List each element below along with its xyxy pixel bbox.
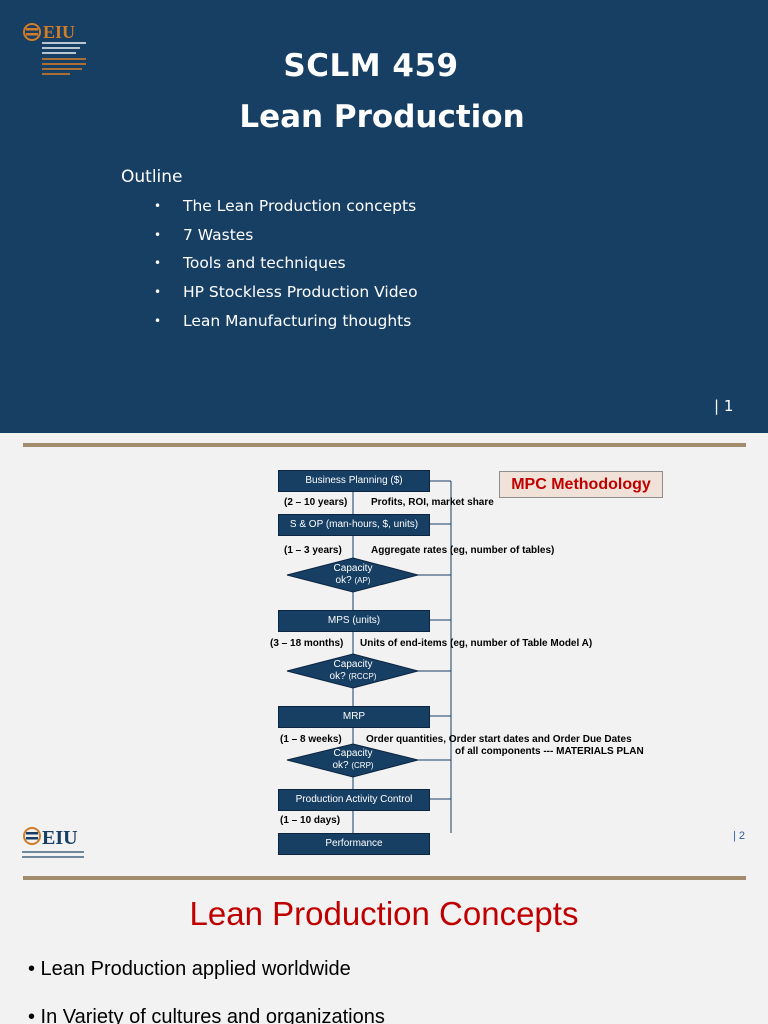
- description-label: Order quantities, Order start dates and …: [366, 734, 632, 745]
- bullet-icon: •: [154, 285, 162, 300]
- bullet-item: • Lean Production applied worldwide: [28, 958, 351, 980]
- slide-title: Lean Production: [239, 99, 525, 135]
- capacity-diamond: [286, 743, 419, 778]
- business-planning-box: Business Planning ($): [278, 470, 430, 492]
- production-activity-control-box: Production Activity Control: [278, 789, 430, 811]
- mrp-box: MRP: [278, 706, 430, 728]
- eiu-logo-mark-icon: EIU: [23, 22, 86, 75]
- outline-label: Outline: [121, 167, 183, 187]
- bullet-icon: •: [154, 256, 162, 271]
- eiu-logo-mark-icon: EIU: [22, 827, 84, 858]
- horizon-label: (1 – 8 weeks): [280, 734, 342, 745]
- bullet-icon: •: [154, 313, 162, 328]
- outline-item: •Lean Manufacturing thoughts: [154, 312, 418, 341]
- capacity-label-rccp: Capacity ok? (RCCP): [329, 659, 377, 682]
- outline-item: •The Lean Production concepts: [154, 197, 418, 226]
- capacity-label-ap: Capacity ok? (AP): [333, 563, 373, 586]
- horizon-label: (3 – 18 months): [270, 638, 344, 649]
- outline-list: •The Lean Production concepts •7 Wastes …: [154, 197, 418, 340]
- course-code: SCLM 459: [283, 48, 459, 84]
- mpc-connectors: [286, 480, 452, 833]
- slide-2: MPC Methodology Business Planning ($) S …: [0, 433, 768, 880]
- eiu-logo: EIU: [22, 20, 102, 80]
- horizon-label: (1 – 10 days): [280, 815, 341, 826]
- outline-item: •7 Wastes: [154, 226, 418, 255]
- mps-box: MPS (units): [278, 610, 430, 632]
- bullet-icon: •: [154, 199, 162, 213]
- capacity-diamond: [286, 653, 420, 689]
- sop-box: S & OP (man-hours, $, units): [278, 514, 430, 536]
- performance-box: Performance: [278, 833, 430, 855]
- bullet-item: • In Variety of cultures and organizatio…: [28, 1006, 385, 1024]
- outline-item: •HP Stockless Production Video: [154, 283, 418, 312]
- description-label: Aggregate rates (eg, number of tables): [371, 545, 555, 556]
- top-divider: [23, 443, 746, 447]
- eiu-logo: EIU: [22, 825, 92, 861]
- description-label: Units of end-items (eg, number of Table …: [360, 638, 593, 649]
- description-label: of all components --- MATERIALS PLAN: [455, 746, 644, 757]
- slide-3: Lean Production Concepts • Lean Producti…: [0, 880, 768, 1024]
- capacity-label-crp: Capacity ok? (CRP): [332, 748, 374, 771]
- capacity-diamond: [286, 557, 420, 593]
- horizon-label: (2 – 10 years): [284, 497, 348, 508]
- slide-1: EIU SCLM 459 Lean Production Outline •Th…: [0, 0, 768, 433]
- description-label: Profits, ROI, market share: [371, 497, 494, 508]
- slide-heading: Lean Production Concepts: [189, 895, 579, 932]
- page-number: | 2: [733, 830, 746, 842]
- bottom-divider: [23, 876, 746, 880]
- mpc-methodology-tag: MPC Methodology: [499, 471, 663, 498]
- page-number: | 1: [714, 397, 734, 415]
- horizon-label: (1 – 3 years): [284, 545, 342, 556]
- bullet-icon: •: [154, 227, 162, 242]
- logo-wordmark: EIU: [42, 827, 78, 849]
- outline-item: •Tools and techniques: [154, 254, 418, 283]
- logo-wordmark: EIU: [43, 22, 75, 42]
